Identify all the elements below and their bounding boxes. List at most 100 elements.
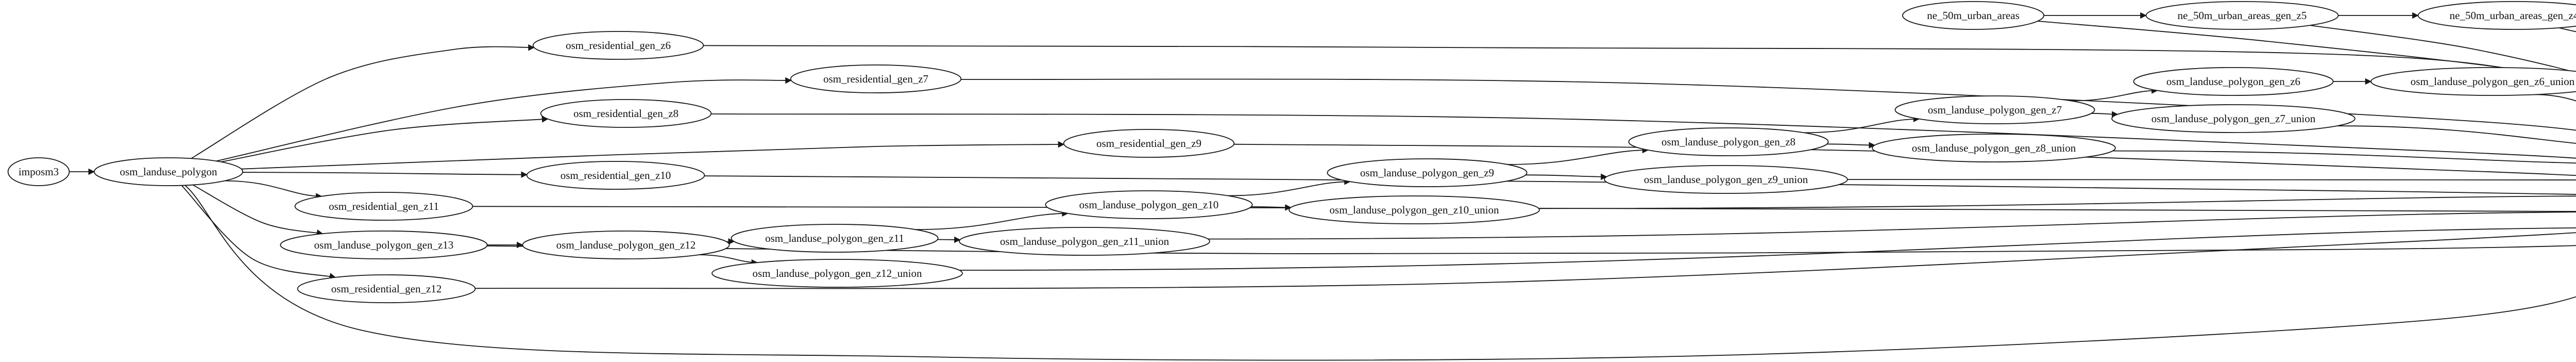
edge-osm_landuse_polygon-to-osm_residential_gen_z10 (242, 171, 528, 178)
node-ellipse-osm_landuse_polygon_gen_z11 (731, 224, 939, 253)
node-ellipse-osm_landuse_polygon_gen_z9_union (1604, 165, 1848, 194)
node-osm_residential_gen_z7: osm_residential_gen_z7 (790, 64, 962, 93)
edge-osm_landuse_polygon_gen_z7-to-osm_landuse_polygon_gen_z6 (2071, 87, 2158, 102)
node-label-osm_residential_gen_z10: osm_residential_gen_z10 (561, 169, 671, 182)
node-label-osm_landuse_polygon_gen_z12: osm_landuse_polygon_gen_z12 (556, 239, 696, 251)
node-osm_residential_gen_z11: osm_residential_gen_z11 (294, 192, 473, 221)
node-osm_residential_gen_z10: osm_residential_gen_z10 (526, 161, 705, 190)
edge-osm_landuse_polygon_gen_z10-to-osm_landuse_polygon_gen_z9 (1227, 178, 1351, 196)
node-ellipse-osm_landuse_polygon_gen_z12_union (711, 259, 963, 288)
node-ellipse-osm_landuse_polygon_gen_z9 (1327, 158, 1528, 187)
node-label-osm_landuse_polygon_gen_z9: osm_landuse_polygon_gen_z9 (1360, 167, 1494, 179)
edge-osm_landuse_polygon_gen_z6_union-to-layer_landuse-z6 (2534, 94, 2576, 102)
node-osm_landuse_polygon_gen_z12: osm_landuse_polygon_gen_z12 (522, 231, 730, 259)
edge-osm_landuse_polygon_gen_z9-to-osm_landuse_polygon_gen_z9_union (1526, 173, 1607, 180)
node-osm_residential_gen_z8: osm_residential_gen_z8 (540, 99, 712, 128)
edge-osm_residential_gen_z12-to-layer_landuse-z12 (475, 232, 2576, 289)
node-osm_landuse_polygon_gen_z9: osm_landuse_polygon_gen_z9 (1327, 158, 1528, 187)
node-osm_landuse_polygon: osm_landuse_polygon (93, 157, 244, 186)
edge-osm_landuse_polygon-to-osm_residential_gen_z8 (221, 116, 549, 162)
node-osm_landuse_polygon_gen_z11: osm_landuse_polygon_gen_z11 (731, 224, 939, 253)
node-label-osm_landuse_polygon_gen_z10_union: osm_landuse_polygon_gen_z10_union (1330, 204, 1499, 216)
node-label-osm_landuse_polygon: osm_landuse_polygon (120, 166, 217, 178)
node-osm_landuse_polygon_gen_z6_union: osm_landuse_polygon_gen_z6_union (2370, 67, 2576, 96)
node-osm_landuse_polygon_gen_z9_union: osm_landuse_polygon_gen_z9_union (1604, 165, 1848, 194)
node-label-ne_50m_urban_areas_gen_z4: ne_50m_urban_areas_gen_z4 (2450, 9, 2576, 22)
edge-ne_50m_urban_areas_gen_z5-to-layer_landuse-z5 (2310, 25, 2576, 73)
node-ellipse-osm_landuse_polygon_gen_z13 (280, 231, 488, 259)
node-label-imposm3: imposm3 (19, 166, 59, 178)
node-osm_landuse_polygon_gen_z11_union: osm_landuse_polygon_gen_z11_union (959, 227, 1210, 256)
edge-osm_landuse_polygon-to-osm_residential_gen_z9 (241, 141, 1065, 170)
node-osm_landuse_polygon_gen_z7: osm_landuse_polygon_gen_z7 (1894, 95, 2095, 124)
node-osm_landuse_polygon_gen_z6: osm_landuse_polygon_gen_z6 (2133, 67, 2334, 96)
node-label-osm_landuse_polygon_gen_z11: osm_landuse_polygon_gen_z11 (765, 232, 904, 244)
node-label-osm_residential_gen_z11: osm_residential_gen_z11 (329, 200, 439, 212)
node-label-osm_residential_gen_z8: osm_residential_gen_z8 (573, 107, 679, 120)
node-ellipse-osm_residential_gen_z7 (790, 64, 962, 93)
node-label-osm_residential_gen_z7: osm_residential_gen_z7 (823, 73, 928, 85)
node-label-osm_landuse_polygon_gen_z8: osm_landuse_polygon_gen_z8 (1662, 136, 1795, 148)
node-label-ne_50m_urban_areas: ne_50m_urban_areas (1927, 9, 2020, 22)
node-osm_landuse_polygon_gen_z10_union: osm_landuse_polygon_gen_z10_union (1289, 195, 1540, 224)
edge-osm_residential_gen_z7-to-layer_landuse-z7 (961, 78, 2576, 131)
edge-osm_landuse_polygon-to-layer_landuse-z14+ (184, 185, 2576, 361)
node-osm_landuse_polygon_gen_z8_union: osm_landuse_polygon_gen_z8_union (1872, 134, 2116, 162)
edge-osm_landuse_polygon_gen_z9-to-osm_landuse_polygon_gen_z8 (1507, 146, 1649, 165)
edge-osm_residential_gen_z6-to-layer_landuse-z6 (703, 45, 2576, 90)
edge-osm_landuse_polygon-to-osm_residential_gen_z11 (225, 180, 323, 200)
edge-osm_landuse_polygon_gen_z8-to-osm_landuse_polygon_gen_z8_union (1826, 142, 1876, 149)
node-ellipse-osm_landuse_polygon_gen_z6 (2133, 67, 2334, 96)
node-label-osm_landuse_polygon_gen_z8_union: osm_landuse_polygon_gen_z8_union (1912, 142, 2076, 154)
node-ellipse-ne_50m_urban_areas_gen_z5 (2145, 1, 2339, 30)
node-ellipse-osm_landuse_polygon_gen_z12 (522, 231, 730, 259)
edge-osm_landuse_polygon_gen_z7_union-to-layer_landuse-z7 (2337, 125, 2576, 144)
node-ellipse-osm_landuse_polygon_gen_z10_union (1289, 195, 1540, 224)
node-ellipse-osm_residential_gen_z6 (532, 31, 704, 60)
node-ellipse-osm_residential_gen_z8 (540, 99, 712, 128)
node-ellipse-osm_residential_gen_z12 (297, 274, 476, 303)
edge-osm_landuse_polygon_gen_z8-to-osm_landuse_polygon_gen_z7 (1804, 116, 1920, 134)
node-label-osm_residential_gen_z12: osm_residential_gen_z12 (331, 283, 442, 295)
node-ellipse-osm_landuse_polygon_gen_z7_union (2111, 104, 2355, 133)
edge-osm_landuse_polygon-to-osm_residential_gen_z12 (181, 185, 336, 279)
edges-layer (69, 12, 2576, 361)
node-label-osm_landuse_polygon_gen_z6_union: osm_landuse_polygon_gen_z6_union (2411, 75, 2575, 88)
node-ellipse-osm_landuse_polygon_gen_z8 (1628, 127, 1829, 156)
edge-osm_landuse_polygon-to-osm_landuse_polygon_gen_z13 (192, 184, 324, 236)
node-osm_residential_gen_z12: osm_residential_gen_z12 (297, 274, 476, 303)
node-label-ne_50m_urban_areas_gen_z5: ne_50m_urban_areas_gen_z5 (2178, 9, 2307, 22)
edge-osm_landuse_polygon_gen_z12_union-to-layer_landuse-z12 (959, 227, 2576, 271)
node-osm_landuse_polygon_gen_z10: osm_landuse_polygon_gen_z10 (1045, 190, 1253, 219)
node-label-osm_landuse_polygon_gen_z12_union: osm_landuse_polygon_gen_z12_union (753, 267, 922, 279)
node-ne_50m_urban_areas_gen_z4: ne_50m_urban_areas_gen_z4 (2417, 1, 2576, 30)
node-imposm3: imposm3 (7, 157, 70, 186)
node-ellipse-imposm3 (7, 157, 70, 186)
node-ellipse-osm_residential_gen_z9 (1063, 129, 1235, 158)
node-osm_landuse_polygon_gen_z12_union: osm_landuse_polygon_gen_z12_union (711, 259, 963, 288)
edge-osm_landuse_polygon-to-osm_residential_gen_z6 (191, 44, 535, 159)
edge-osm_residential_gen_z11-to-layer_landuse-z11 (472, 206, 2576, 212)
node-label-osm_landuse_polygon_gen_z6: osm_landuse_polygon_gen_z6 (2166, 75, 2300, 88)
node-ellipse-ne_50m_urban_areas (1902, 1, 2044, 30)
node-ellipse-osm_landuse_polygon_gen_z7 (1894, 95, 2095, 124)
node-ellipse-osm_landuse_polygon (93, 157, 244, 186)
edge-osm_landuse_polygon_gen_z12-to-osm_landuse_polygon_gen_z12_union (699, 254, 758, 266)
node-label-osm_landuse_polygon_gen_z13: osm_landuse_polygon_gen_z13 (314, 239, 454, 251)
node-label-osm_landuse_polygon_gen_z7: osm_landuse_polygon_gen_z7 (1928, 104, 2062, 116)
node-osm_residential_gen_z9: osm_residential_gen_z9 (1063, 129, 1235, 158)
node-ellipse-osm_landuse_polygon_gen_z11_union (959, 227, 1210, 256)
edge-osm_landuse_polygon_gen_z10_union-to-layer_landuse-z10 (1538, 195, 2576, 209)
node-ellipse-osm_residential_gen_z10 (526, 161, 705, 190)
edge-osm_landuse_polygon-to-osm_residential_gen_z7 (216, 77, 792, 162)
node-osm_landuse_polygon_gen_z8: osm_landuse_polygon_gen_z8 (1628, 127, 1829, 156)
node-ellipse-osm_landuse_polygon_gen_z6_union (2370, 67, 2576, 96)
node-osm_landuse_polygon_gen_z13: osm_landuse_polygon_gen_z13 (280, 231, 488, 259)
node-label-osm_landuse_polygon_gen_z7_union: osm_landuse_polygon_gen_z7_union (2151, 112, 2316, 125)
node-ne_50m_urban_areas_gen_z5: ne_50m_urban_areas_gen_z5 (2145, 1, 2339, 30)
node-label-osm_landuse_polygon_gen_z9_union: osm_landuse_polygon_gen_z9_union (1644, 173, 1808, 186)
node-ellipse-osm_residential_gen_z11 (294, 192, 473, 221)
node-label-osm_residential_gen_z6: osm_residential_gen_z6 (566, 39, 671, 52)
